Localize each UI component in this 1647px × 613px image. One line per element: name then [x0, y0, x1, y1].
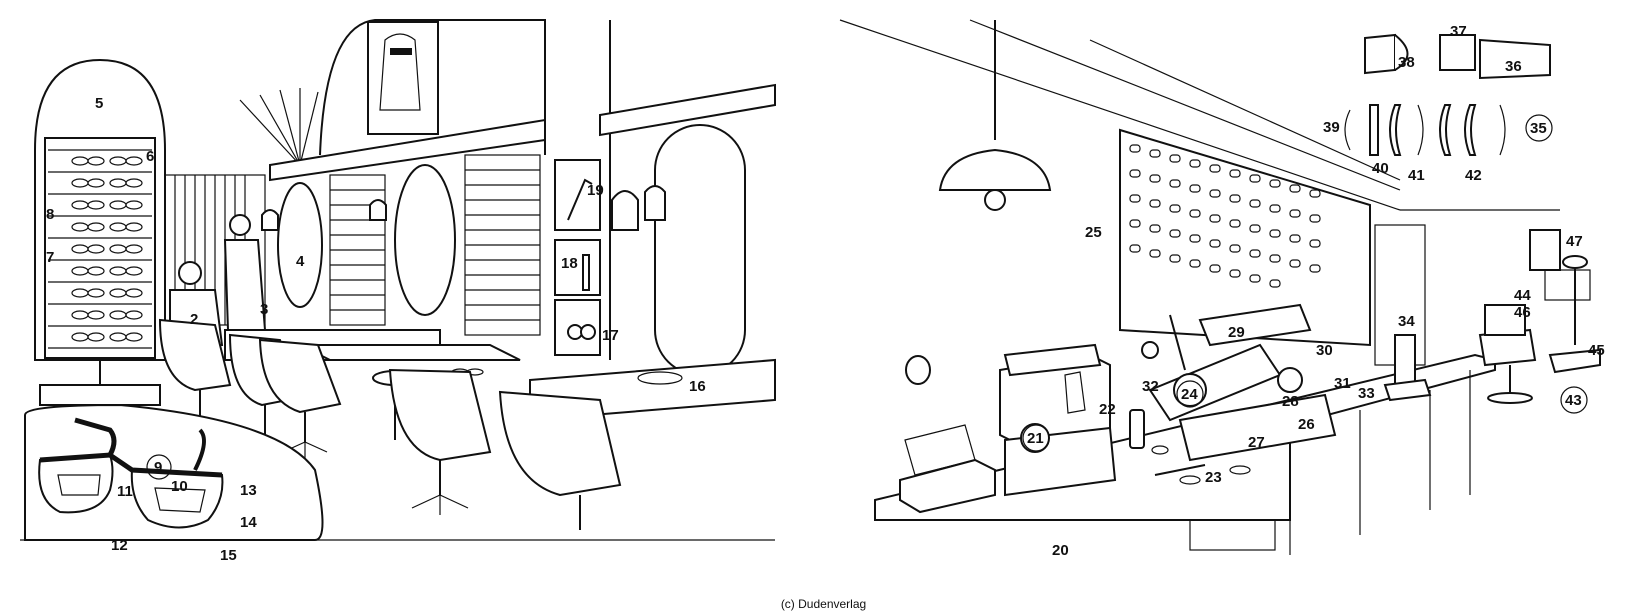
label-17: 17	[602, 327, 619, 344]
label-18: 18	[561, 255, 578, 272]
label-45: 45	[1588, 342, 1605, 359]
workshop-scene	[839, 19, 1601, 555]
glasses-inset	[24, 403, 324, 541]
display-cabinet	[34, 58, 166, 406]
label-22: 22	[1099, 401, 1116, 418]
label-16: 16	[689, 378, 706, 395]
label-9: 9	[154, 459, 162, 476]
optician-figure	[223, 214, 267, 331]
label-15: 15	[220, 547, 237, 564]
label-27: 27	[1248, 434, 1265, 451]
label-35: 35	[1530, 120, 1547, 137]
label-8: 8	[46, 206, 54, 223]
label-7: 7	[46, 249, 54, 266]
copyright-credit: (c) Dudenverlag	[780, 597, 867, 611]
label-44: 44	[1514, 287, 1531, 304]
label-37: 37	[1450, 23, 1467, 40]
label-23: 23	[1205, 469, 1222, 486]
label-3: 3	[260, 301, 268, 318]
label-25: 25	[1085, 224, 1102, 241]
label-6: 6	[146, 148, 154, 165]
label-39: 39	[1323, 119, 1340, 136]
label-32: 32	[1142, 378, 1159, 395]
label-36: 36	[1505, 58, 1522, 75]
label-38: 38	[1398, 54, 1415, 71]
chairs	[158, 318, 622, 530]
label-26: 26	[1298, 416, 1315, 433]
label-19: 19	[587, 182, 604, 199]
label-20: 20	[1052, 542, 1069, 559]
label-14: 14	[240, 514, 257, 531]
focimeter	[1383, 334, 1432, 402]
label-42: 42	[1465, 167, 1482, 184]
lens-board	[1119, 128, 1371, 347]
label-40: 40	[1372, 160, 1389, 177]
label-5: 5	[95, 95, 103, 112]
label-2: 2	[190, 311, 198, 328]
back-wall	[164, 19, 546, 336]
label-41: 41	[1408, 167, 1425, 184]
label-29: 29	[1228, 324, 1245, 341]
pendant-lamp	[938, 20, 1052, 211]
label-46: 46	[1514, 304, 1531, 321]
right-wall	[599, 20, 776, 376]
card-box	[899, 424, 996, 514]
lens-edger	[999, 343, 1117, 497]
label-43: 43	[1565, 392, 1582, 409]
label-33: 33	[1358, 385, 1375, 402]
label-12: 12	[111, 537, 128, 554]
hand-tools	[1151, 445, 1251, 485]
shop-scene	[20, 19, 776, 541]
lens-types-inset	[1344, 33, 1551, 156]
label-10: 10	[171, 478, 188, 495]
label-34: 34	[1398, 313, 1415, 330]
counters	[224, 329, 776, 422]
label-31: 31	[1334, 375, 1351, 392]
label-24: 24	[1181, 386, 1198, 403]
label-21: 21	[1027, 430, 1044, 447]
label-47: 47	[1566, 233, 1583, 250]
centering-device	[1141, 303, 1337, 462]
label-11: 11	[117, 483, 133, 500]
labels: 5 6 8 7 4 2 3 19 18 17 16 9 10 11 13 14 …	[46, 23, 1605, 564]
label-4: 4	[296, 253, 305, 270]
label-13: 13	[240, 482, 257, 499]
shelf-niches	[554, 159, 601, 356]
label-30: 30	[1316, 342, 1333, 359]
label-28: 28	[1282, 393, 1299, 410]
exam-chair	[1478, 229, 1601, 404]
